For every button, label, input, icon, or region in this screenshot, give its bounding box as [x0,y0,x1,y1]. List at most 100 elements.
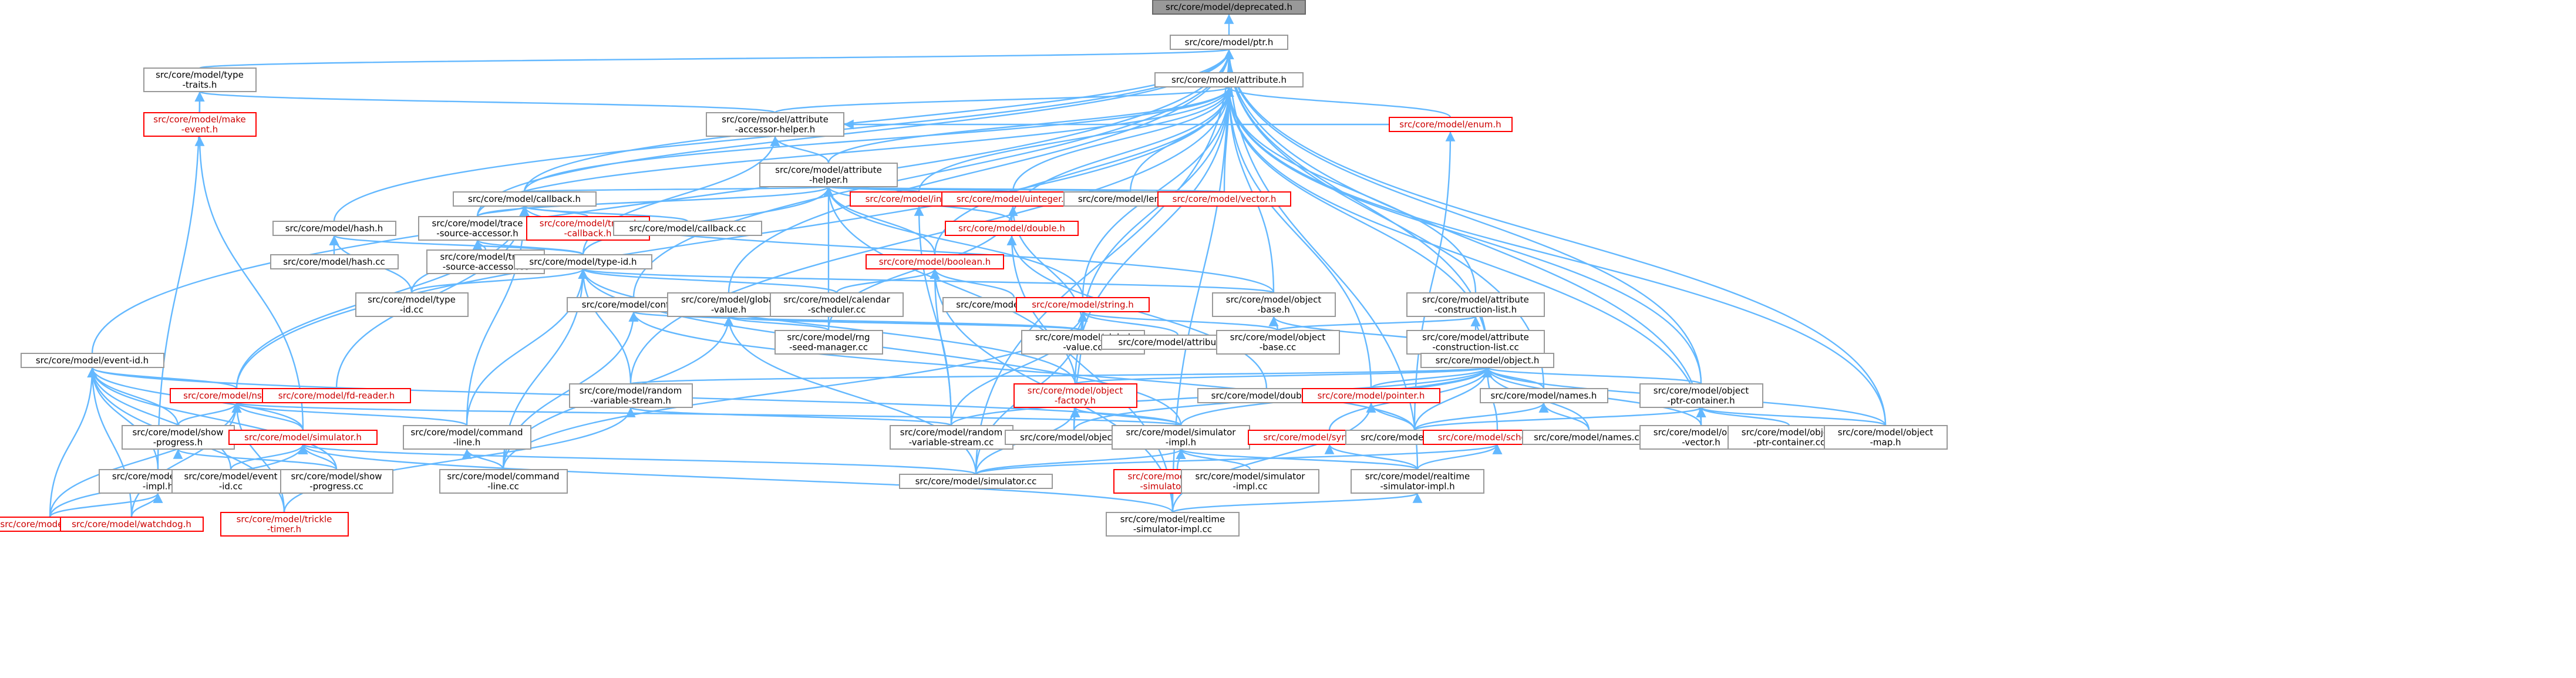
node-box [21,353,164,368]
node-object-factory[interactable]: src/core/model/object-factory.h [1013,383,1137,408]
node-type-traits[interactable]: src/core/model/type-traits.h [143,68,257,92]
node-label: src/core/model/names.h [1491,390,1597,401]
node-names[interactable]: src/core/model/names.h [1480,388,1608,403]
node-show-progress-cc[interactable]: src/core/model/show-progress.cc [280,469,393,494]
node-label: -value.h [711,305,746,315]
node-label: src/core/model/event-id.h [36,355,149,366]
node-label: src/core/model/make [153,114,245,125]
node-simulator[interactable]: src/core/model/simulator.h [228,430,378,445]
node-label: -impl.cc [1233,481,1267,492]
node-realtime-simulator-impl[interactable]: src/core/model/realtime-simulator-impl.h [1351,469,1484,494]
node-box [1152,0,1306,15]
node-global-value-cc[interactable]: src/core/model/global-value.cc [1021,330,1145,355]
node-label: src/core/model/object [1654,427,1749,438]
node-pointer[interactable]: src/core/model/pointer.h [1302,388,1440,403]
edge-attribute-to-attribute-accessor-helper [774,86,1234,114]
node-box [866,254,1004,269]
node-box [1351,469,1484,494]
node-label: -event.h [181,124,218,135]
edge-random-variable-stream-to-trickle-timer [283,407,636,513]
edge-global-value-to-global-value-cc [724,315,1084,332]
node-uinteger[interactable]: src/core/model/uinteger.h [941,191,1085,207]
edge-type-id-to-calendar-scheduler-cc [578,268,838,294]
node-random-variable-stream-cc[interactable]: src/core/model/random-variable-stream.cc [890,425,1013,450]
node-trickle-timer[interactable]: src/core/model/trickle-timer.h [220,512,349,537]
node-vector[interactable]: src/core/model/vector.h [1157,191,1291,207]
node-calendar-scheduler-cc[interactable]: src/core/model/calendar-scheduler.cc [770,292,904,317]
node-command-line-cc[interactable]: src/core/model/command-line.cc [439,469,568,494]
edge-object-to-object-factory [1074,366,1492,385]
node-type-id-cc[interactable]: src/core/model/type-id.cc [355,292,469,317]
node-show-progress[interactable]: src/core/model/show-progress.h [122,425,235,450]
node-object[interactable]: src/core/model/object.h [1420,353,1554,368]
node-command-line[interactable]: src/core/model/command-line.h [403,425,531,450]
node-double[interactable]: src/core/model/double.h [945,221,1079,236]
node-event-id-cc[interactable]: src/core/model/event-id.cc [171,469,290,494]
node-event-id[interactable]: src/core/model/event-id.h [21,353,164,368]
edge-timer-impl-to-watchdog [130,493,163,518]
node-simulator-cc[interactable]: src/core/model/simulator.cc [899,474,1053,489]
node-names-cc[interactable]: src/core/model/names.cc [1522,430,1656,445]
node-box [1420,353,1554,368]
edge-simulator-impl-to-realtime-simulator-impl [1176,448,1419,471]
node-box [1302,388,1440,403]
edge-type-id-to-random-variable-stream [578,268,632,384]
node-rng-seed-manager-cc[interactable]: src/core/model/rng-seed-manager.cc [775,330,883,355]
node-attribute[interactable]: src/core/model/attribute.h [1154,72,1304,87]
node-trace-source-accessor-cc[interactable]: src/core/model/trace-source-accessor.cc [426,249,545,274]
edge-nstime-to-watchdog [130,402,242,518]
node-fd-reader[interactable]: src/core/model/fd-reader.h [262,388,411,403]
node-hash[interactable]: src/core/model/hash.h [272,221,396,236]
node-attribute-helper[interactable]: src/core/model/attribute-helper.h [759,163,898,187]
node-callback-cc[interactable]: src/core/model/callback.cc [613,221,762,236]
edge-ptr-to-object-ptr-container [1224,49,1702,384]
edge-event-id-to-show-progress-cc [87,367,338,470]
node-label: -construction-list.cc [1432,342,1518,353]
node-label: src/core/model/enum.h [1399,119,1501,130]
node-label: -simulator-impl.cc [1133,524,1212,535]
node-watchdog[interactable]: src/core/model/watchdog.h [60,517,204,532]
edge-simulator-to-realtime-simulator-impl-cc [298,444,1174,513]
node-attribute-accessor-helper[interactable]: src/core/model/attribute-accessor-helper… [706,112,844,137]
node-hash-cc[interactable]: src/core/model/hash.cc [270,254,399,269]
edge-ptr-to-global-value [728,49,1234,294]
edge-attribute-to-callback [523,86,1234,193]
node-box [1016,297,1150,312]
node-deprecated[interactable]: src/core/model/deprecated.h [1152,0,1306,15]
node-object-base[interactable]: src/core/model/object-base.h [1212,292,1336,317]
node-box [262,388,411,403]
node-realtime-simulator-impl-cc[interactable]: src/core/model/realtime-simulator-impl.c… [1106,512,1240,537]
edge-attribute-to-nstime [235,86,1234,389]
node-attribute-construction-list-cc[interactable]: src/core/model/attribute-construction-li… [1406,330,1545,355]
node-callback[interactable]: src/core/model/callback.h [453,191,597,207]
node-ptr[interactable]: src/core/model/ptr.h [1170,35,1288,50]
node-type-id[interactable]: src/core/model/type-id.h [514,254,652,269]
node-label: src/core/model/traced [540,218,637,229]
edge-event-id-to-timer [49,367,97,518]
node-enum[interactable]: src/core/model/enum.h [1389,117,1513,132]
node-object-base-cc[interactable]: src/core/model/object-base.cc [1216,330,1340,355]
node-simulator-impl-cc[interactable]: src/core/model/simulator-impl.cc [1181,469,1319,494]
node-object-map[interactable]: src/core/model/object-map.h [1824,425,1948,450]
node-make-event[interactable]: src/core/model/make-event.h [143,112,257,137]
node-label: src/core/model/simulator [1126,427,1237,438]
node-simulator-impl[interactable]: src/core/model/simulator-impl.h [1112,425,1250,450]
node-label: src/core/model/object [1230,332,1326,343]
node-label: -ptr-container.h [1667,396,1735,406]
node-label: src/core/model/object [1226,295,1322,305]
node-box [1480,388,1608,403]
edge-object-ptr-container-to-object-ptr-container-cc [1696,407,1790,426]
node-boolean[interactable]: src/core/model/boolean.h [866,254,1004,269]
edge-realtime-simulator-impl-to-realtime-simulator-impl-cc [1171,492,1422,514]
node-attribute-construction-list[interactable]: src/core/model/attribute-construction-li… [1406,292,1545,317]
node-label: src/core/model/attribute [1422,295,1529,305]
node-box [355,292,469,317]
node-random-variable-stream[interactable]: src/core/model/random-variable-stream.h [569,383,693,408]
node-label: src/core/model/deprecated.h [1166,2,1292,12]
node-box [1106,512,1240,537]
node-trace-source-accessor[interactable]: src/core/model/trace-source-accessor.h [418,216,537,241]
node-label: src/core/model/watchdog.h [72,519,191,529]
node-string[interactable]: src/core/model/string.h [1016,297,1150,312]
node-object-ptr-container[interactable]: src/core/model/object-ptr-container.h [1639,383,1763,408]
node-label: -base.h [1257,305,1289,315]
